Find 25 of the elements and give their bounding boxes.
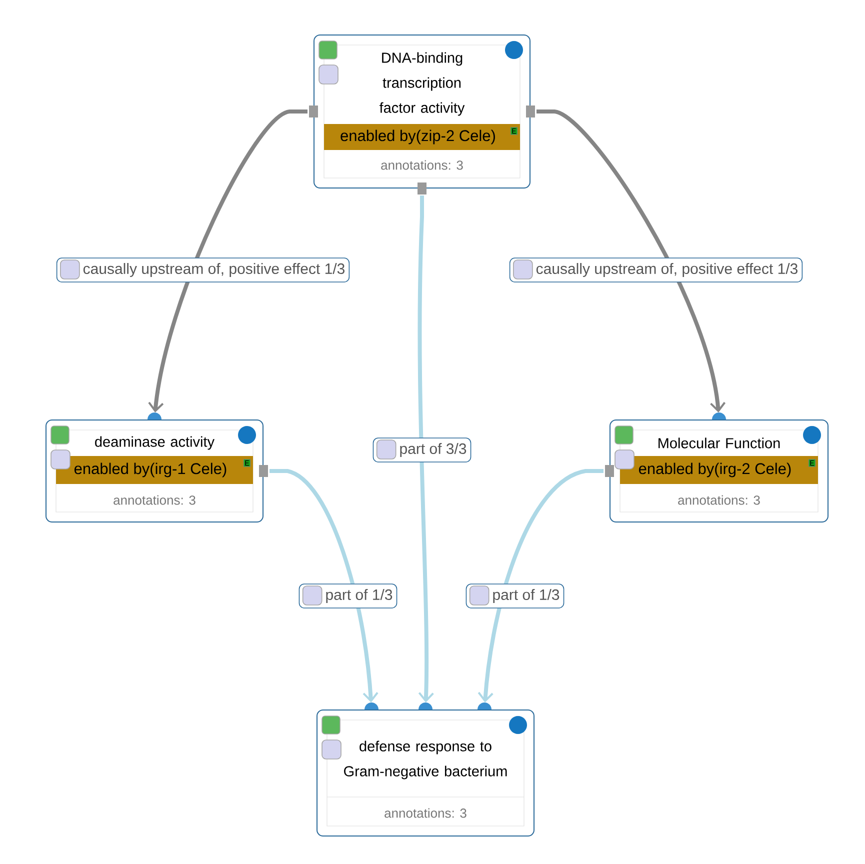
annotation-count: annotations: 3 [381, 160, 463, 170]
evidence-badge: E [808, 459, 816, 467]
edge-label: part of 1/3 [298, 584, 398, 608]
arrow [148, 110, 308, 420]
activity-title: deaminase activity [95, 436, 214, 450]
evidence-badge: E [510, 127, 518, 135]
arrow [270, 469, 378, 710]
arrow [418, 196, 434, 710]
annotation-count: annotations: 3 [384, 808, 466, 818]
activity-title: DNA-binding transcription factor activity [380, 52, 465, 116]
arrow [536, 110, 726, 420]
edge-label: part of 1/3 [466, 584, 564, 608]
edge-label: causally upstream of, positive effect 1/3 [56, 258, 350, 282]
activity-title: defense response to Gram-negative bacterium [344, 740, 507, 780]
annotation-count: annotations: 3 [678, 495, 760, 505]
annotation-count: annotations: 3 [114, 495, 196, 505]
activity-title: Molecular Function [658, 438, 780, 448]
edge-label: causally upstream of, positive effect 1/3 [509, 258, 803, 282]
activity-box [46, 420, 264, 522]
activity-box [316, 710, 534, 836]
activity-box [314, 34, 530, 188]
edge-label: part of 3/3 [372, 438, 472, 462]
evidence-badge: E [243, 459, 251, 467]
activity-box [610, 420, 828, 522]
arrow [478, 469, 604, 710]
